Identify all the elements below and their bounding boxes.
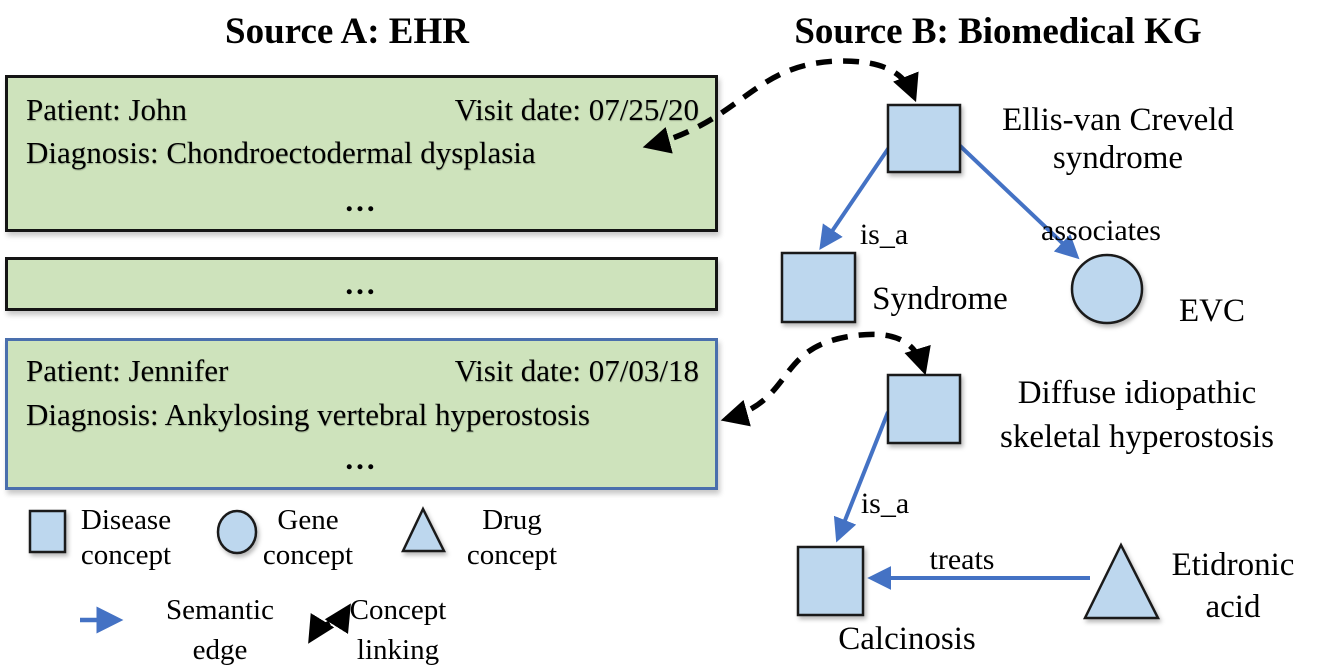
disease-node-evc-syndrome	[886, 103, 962, 174]
semantic-edge-associates	[955, 141, 1080, 260]
node-label-calcinosis: Calcinosis	[838, 621, 976, 657]
edge-label-isa-top: is_a	[859, 218, 909, 251]
patient-name: Patient: John	[26, 92, 188, 127]
gene-node-evc	[1070, 253, 1144, 325]
source-a-title: Source A: EHR	[225, 11, 469, 52]
legend-drug-label: Drug concept	[466, 504, 558, 571]
node-label-evc-gene: EVC	[1179, 293, 1245, 329]
record-ellipsis: ...	[345, 183, 378, 218]
semantic-edge-isa-top	[819, 144, 892, 250]
edge-label-treats: treats	[929, 543, 995, 576]
record-line: Diagnosis: Chondroectodermal dysplasia	[26, 133, 699, 173]
record-line: Patient: Jennifer Visit date: 07/03/18	[26, 351, 699, 391]
node-label-syndrome: Syndrome	[872, 281, 1008, 317]
ehr-record-john: Patient: John Visit date: 07/25/20 Diagn…	[5, 75, 718, 232]
node-label-evc-syndrome: Ellis-van Creveld syndrome	[1002, 102, 1234, 176]
ehr-record-jennifer: Patient: Jennifer Visit date: 07/03/18 D…	[5, 338, 718, 490]
semantic-edge-isa-bottom	[833, 411, 890, 543]
legend-semantic-edge-label: Semantic edge	[166, 594, 274, 666]
disease-node-dish	[886, 373, 962, 445]
diagnosis: Diagnosis: Ankylosing vertebral hyperost…	[26, 397, 590, 432]
diagnosis: Diagnosis: Chondroectodermal dysplasia	[26, 135, 536, 170]
edge-label-isa-bottom: is_a	[860, 487, 910, 520]
drug-node-etidronic-acid	[1082, 542, 1161, 620]
source-b-title: Source B: Biomedical KG	[794, 11, 1202, 52]
ehr-record-collapsed: ...	[5, 257, 718, 311]
patient-name: Patient: Jennifer	[26, 353, 229, 388]
concept-linking-arrow-bottom	[720, 331, 931, 427]
legend-concept-linking-arrow-icon	[308, 603, 351, 644]
record-line: Diagnosis: Ankylosing vertebral hyperost…	[26, 395, 699, 435]
concept-linking-arrow-top	[642, 58, 919, 154]
edge-label-associates: associates	[1041, 214, 1161, 247]
legend-drug-triangle-icon	[401, 506, 447, 553]
disease-node-calcinosis	[796, 545, 865, 617]
legend-gene-label: Gene concept	[262, 504, 354, 571]
legend-disease-square-icon	[28, 509, 67, 554]
legend-disease-label: Disease concept	[80, 504, 172, 571]
legend-gene-circle-icon	[216, 509, 258, 555]
record-ellipsis: ...	[345, 266, 378, 301]
disease-node-syndrome	[780, 251, 857, 324]
node-label-dish: Diffuse idiopathic skeletal hyperostosis	[999, 375, 1275, 455]
legend-concept-linking-label: Concept linking	[349, 594, 447, 666]
visit-date: Visit date: 07/03/18	[454, 353, 699, 388]
record-ellipsis: ...	[345, 441, 378, 476]
node-label-etidronic-acid: Etidronic acid	[1171, 547, 1295, 625]
